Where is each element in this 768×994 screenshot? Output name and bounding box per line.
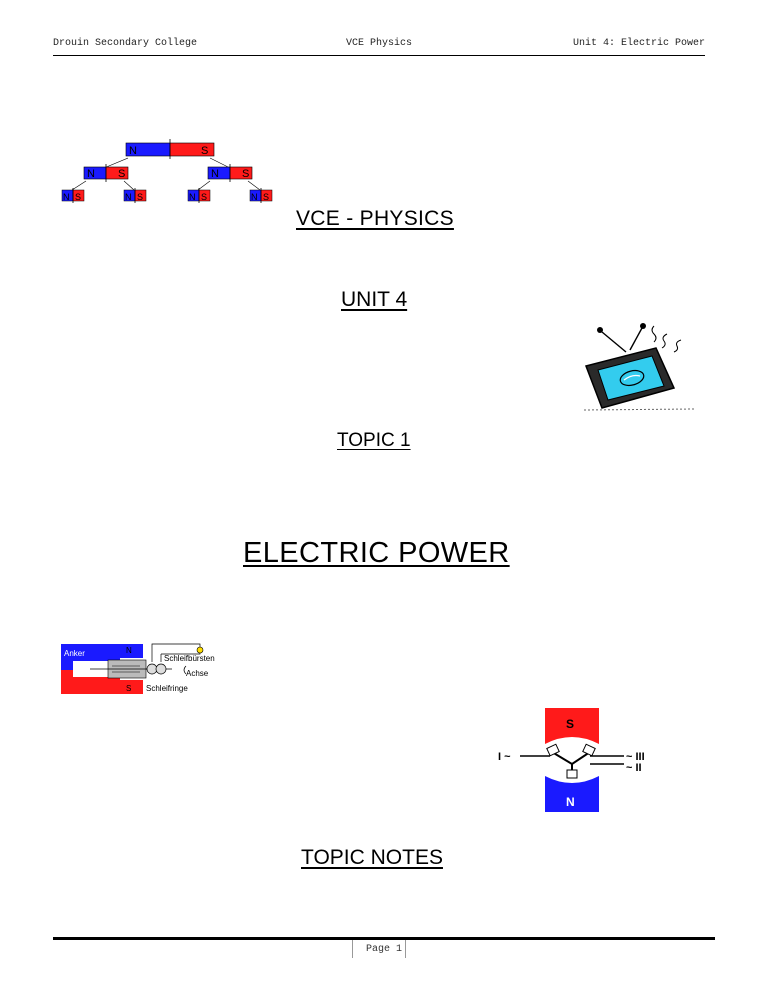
course-heading: VCE - PHYSICS [296, 207, 454, 230]
achse-label: Achse [186, 669, 209, 678]
page-number-box [352, 940, 406, 958]
header-rule [53, 55, 705, 56]
magnet-mr-s: S [242, 168, 249, 180]
svg-text:N: N [126, 646, 132, 655]
magnet-small-3: N S [187, 188, 211, 203]
magnet-medium-right: N S [207, 164, 253, 182]
magnet-large-n: N [129, 145, 137, 157]
header-school: Drouin Secondary College [53, 38, 198, 49]
alternator-n: N [566, 795, 575, 809]
svg-text:S: S [126, 684, 131, 693]
generator-diagram: Anker N S Schleifbürsten Achse Schleifri… [61, 643, 215, 694]
svg-text:S: S [75, 192, 81, 202]
svg-text:S: S [137, 192, 143, 202]
header-subject: VCE Physics [345, 38, 412, 49]
svg-text:N: N [251, 192, 258, 202]
unit-heading: UNIT 4 [341, 288, 408, 311]
alternator-diagram: S N I ~ ~ III ~ II [498, 708, 645, 812]
splitting-magnets-illustration: N S N S N S N S N S N [61, 139, 273, 203]
anker-label: Anker [64, 649, 85, 658]
magnet-medium-left: N S [83, 164, 129, 182]
magnet-large-s: S [201, 145, 208, 157]
svg-text:S: S [263, 192, 269, 202]
magnet-small-2: N S [123, 188, 147, 203]
svg-text:N: N [63, 192, 70, 202]
page-number: Page 1 [365, 944, 402, 955]
alternator-s: S [566, 717, 574, 731]
alternator-right-top: ~ III [626, 751, 645, 763]
title-heading: ELECTRIC POWER [243, 537, 510, 569]
magnet-mr-n: N [211, 168, 219, 180]
magnet-small-4: N S [249, 188, 273, 203]
television-illustration [583, 323, 695, 411]
magnet-small-1: N S [61, 188, 85, 203]
alternator-right-bottom: ~ II [626, 762, 642, 774]
footer-rule [53, 937, 715, 940]
svg-text:N: N [189, 192, 196, 202]
svg-text:N: N [125, 192, 132, 202]
alternator-left-label: I ~ [498, 751, 511, 763]
page-header: Drouin Secondary College VCE Physics Uni… [53, 38, 705, 52]
magnet-ml-n: N [87, 168, 95, 180]
schleifbursten-label: Schleifbürsten [164, 654, 215, 663]
magnet-ml-s: S [118, 168, 125, 180]
header-unit: Unit 4: Electric Power [572, 38, 705, 49]
topic-heading: TOPIC 1 [337, 430, 411, 451]
magnet-large: N S [125, 139, 215, 159]
schleifringe-label: Schleifringe [146, 684, 188, 693]
notes-heading: TOPIC NOTES [301, 846, 443, 869]
svg-text:S: S [201, 192, 207, 202]
